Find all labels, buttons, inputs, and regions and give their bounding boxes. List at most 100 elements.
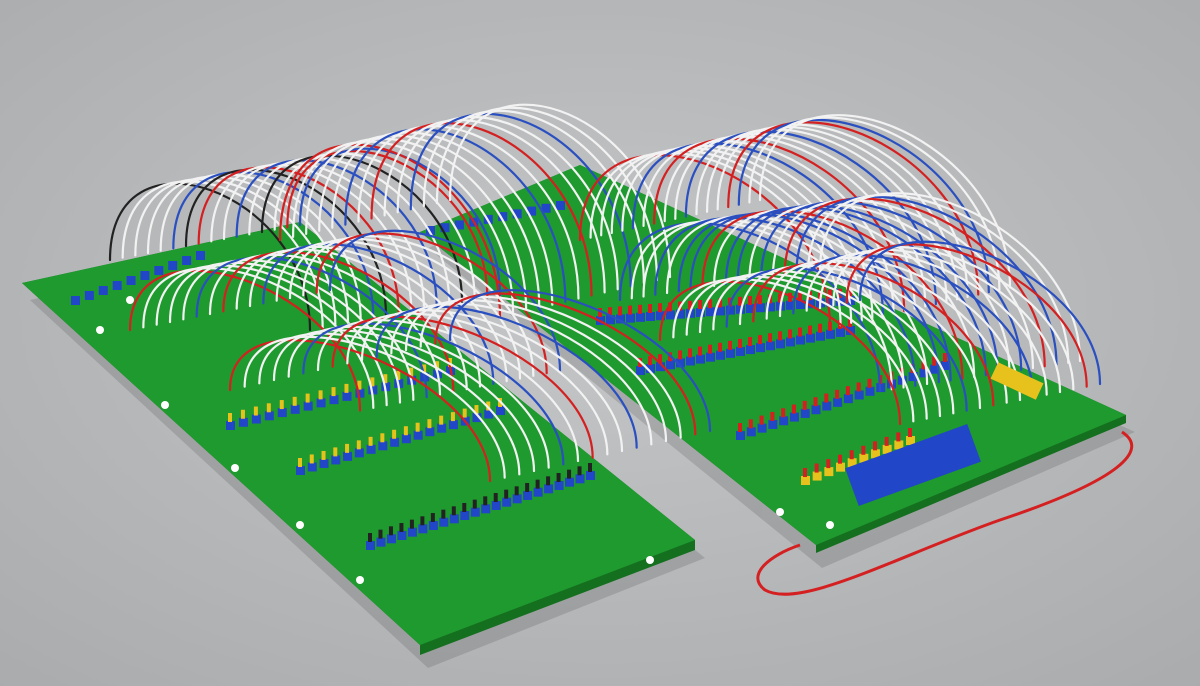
component <box>439 517 449 527</box>
mount-hole <box>96 326 104 334</box>
component <box>586 471 595 480</box>
component <box>833 397 843 407</box>
component <box>806 299 815 309</box>
component <box>919 368 929 378</box>
wire <box>642 140 895 315</box>
component-lead <box>708 299 712 309</box>
wire <box>210 163 413 313</box>
component <box>930 364 940 374</box>
wire <box>422 109 645 285</box>
component-lead <box>791 404 796 414</box>
component <box>796 335 805 345</box>
component-lead <box>848 318 852 327</box>
wire <box>375 305 638 449</box>
component <box>460 511 470 520</box>
component-lead <box>668 302 672 312</box>
component <box>766 341 775 351</box>
wire <box>752 261 995 407</box>
wire <box>658 280 902 426</box>
component <box>418 524 428 534</box>
component <box>449 514 459 524</box>
component-lead <box>380 433 385 443</box>
component-lead <box>648 356 652 366</box>
wire <box>331 315 594 459</box>
component <box>512 209 522 219</box>
wire <box>698 272 942 418</box>
component <box>894 440 904 450</box>
component-lead <box>759 415 764 425</box>
component-lead <box>357 380 362 390</box>
component <box>906 436 915 445</box>
component <box>859 453 869 463</box>
mount-hole <box>231 464 239 472</box>
component <box>554 481 564 490</box>
component <box>533 487 543 497</box>
wire <box>108 182 312 332</box>
component <box>303 401 313 411</box>
wire <box>724 206 987 377</box>
component-lead <box>422 364 427 374</box>
component-lead <box>943 353 947 362</box>
left-board-surface <box>22 222 695 645</box>
component-lead <box>403 426 408 436</box>
wire <box>184 168 388 318</box>
component-lead <box>567 469 572 479</box>
wire <box>712 269 955 415</box>
wire <box>243 335 506 479</box>
component <box>824 467 834 477</box>
component-lead <box>678 350 682 360</box>
component-lead <box>253 406 258 416</box>
wire <box>765 259 1008 404</box>
component <box>502 497 512 507</box>
component <box>636 366 645 375</box>
component <box>800 408 810 418</box>
component <box>706 352 715 362</box>
blue-header-block <box>845 423 981 507</box>
component-lead <box>298 458 302 467</box>
wire <box>677 213 940 384</box>
component-lead <box>451 506 456 516</box>
component-lead <box>728 340 732 350</box>
wire <box>778 256 1022 402</box>
component <box>716 350 725 360</box>
wire <box>448 103 672 279</box>
component-lead <box>588 463 592 472</box>
wire <box>845 243 1088 388</box>
component <box>182 256 192 265</box>
wire <box>642 218 905 389</box>
component <box>498 212 508 222</box>
component <box>565 477 575 487</box>
component-lead <box>798 292 802 301</box>
component <box>343 451 353 461</box>
component <box>646 364 655 374</box>
wire <box>197 166 400 315</box>
component-lead <box>813 397 818 407</box>
wire <box>235 248 468 391</box>
component-lead <box>493 493 498 502</box>
wire <box>288 237 522 380</box>
component-lead <box>383 374 388 384</box>
component <box>746 304 755 313</box>
wire <box>725 267 968 412</box>
component <box>666 310 675 320</box>
component-lead <box>896 432 901 442</box>
mount-hole <box>356 576 364 584</box>
component <box>355 388 365 398</box>
component <box>440 223 450 233</box>
component <box>854 390 864 400</box>
component <box>390 437 400 447</box>
component <box>264 411 274 421</box>
component <box>746 427 756 437</box>
wire <box>792 253 1035 399</box>
component <box>425 427 435 437</box>
component <box>636 312 645 322</box>
component-lead <box>814 463 819 473</box>
wire <box>208 253 442 396</box>
component-lead <box>688 300 692 310</box>
component <box>319 458 329 468</box>
wire <box>390 302 653 446</box>
component <box>686 356 695 366</box>
wire <box>435 106 659 282</box>
yellow-connector <box>990 362 1044 400</box>
